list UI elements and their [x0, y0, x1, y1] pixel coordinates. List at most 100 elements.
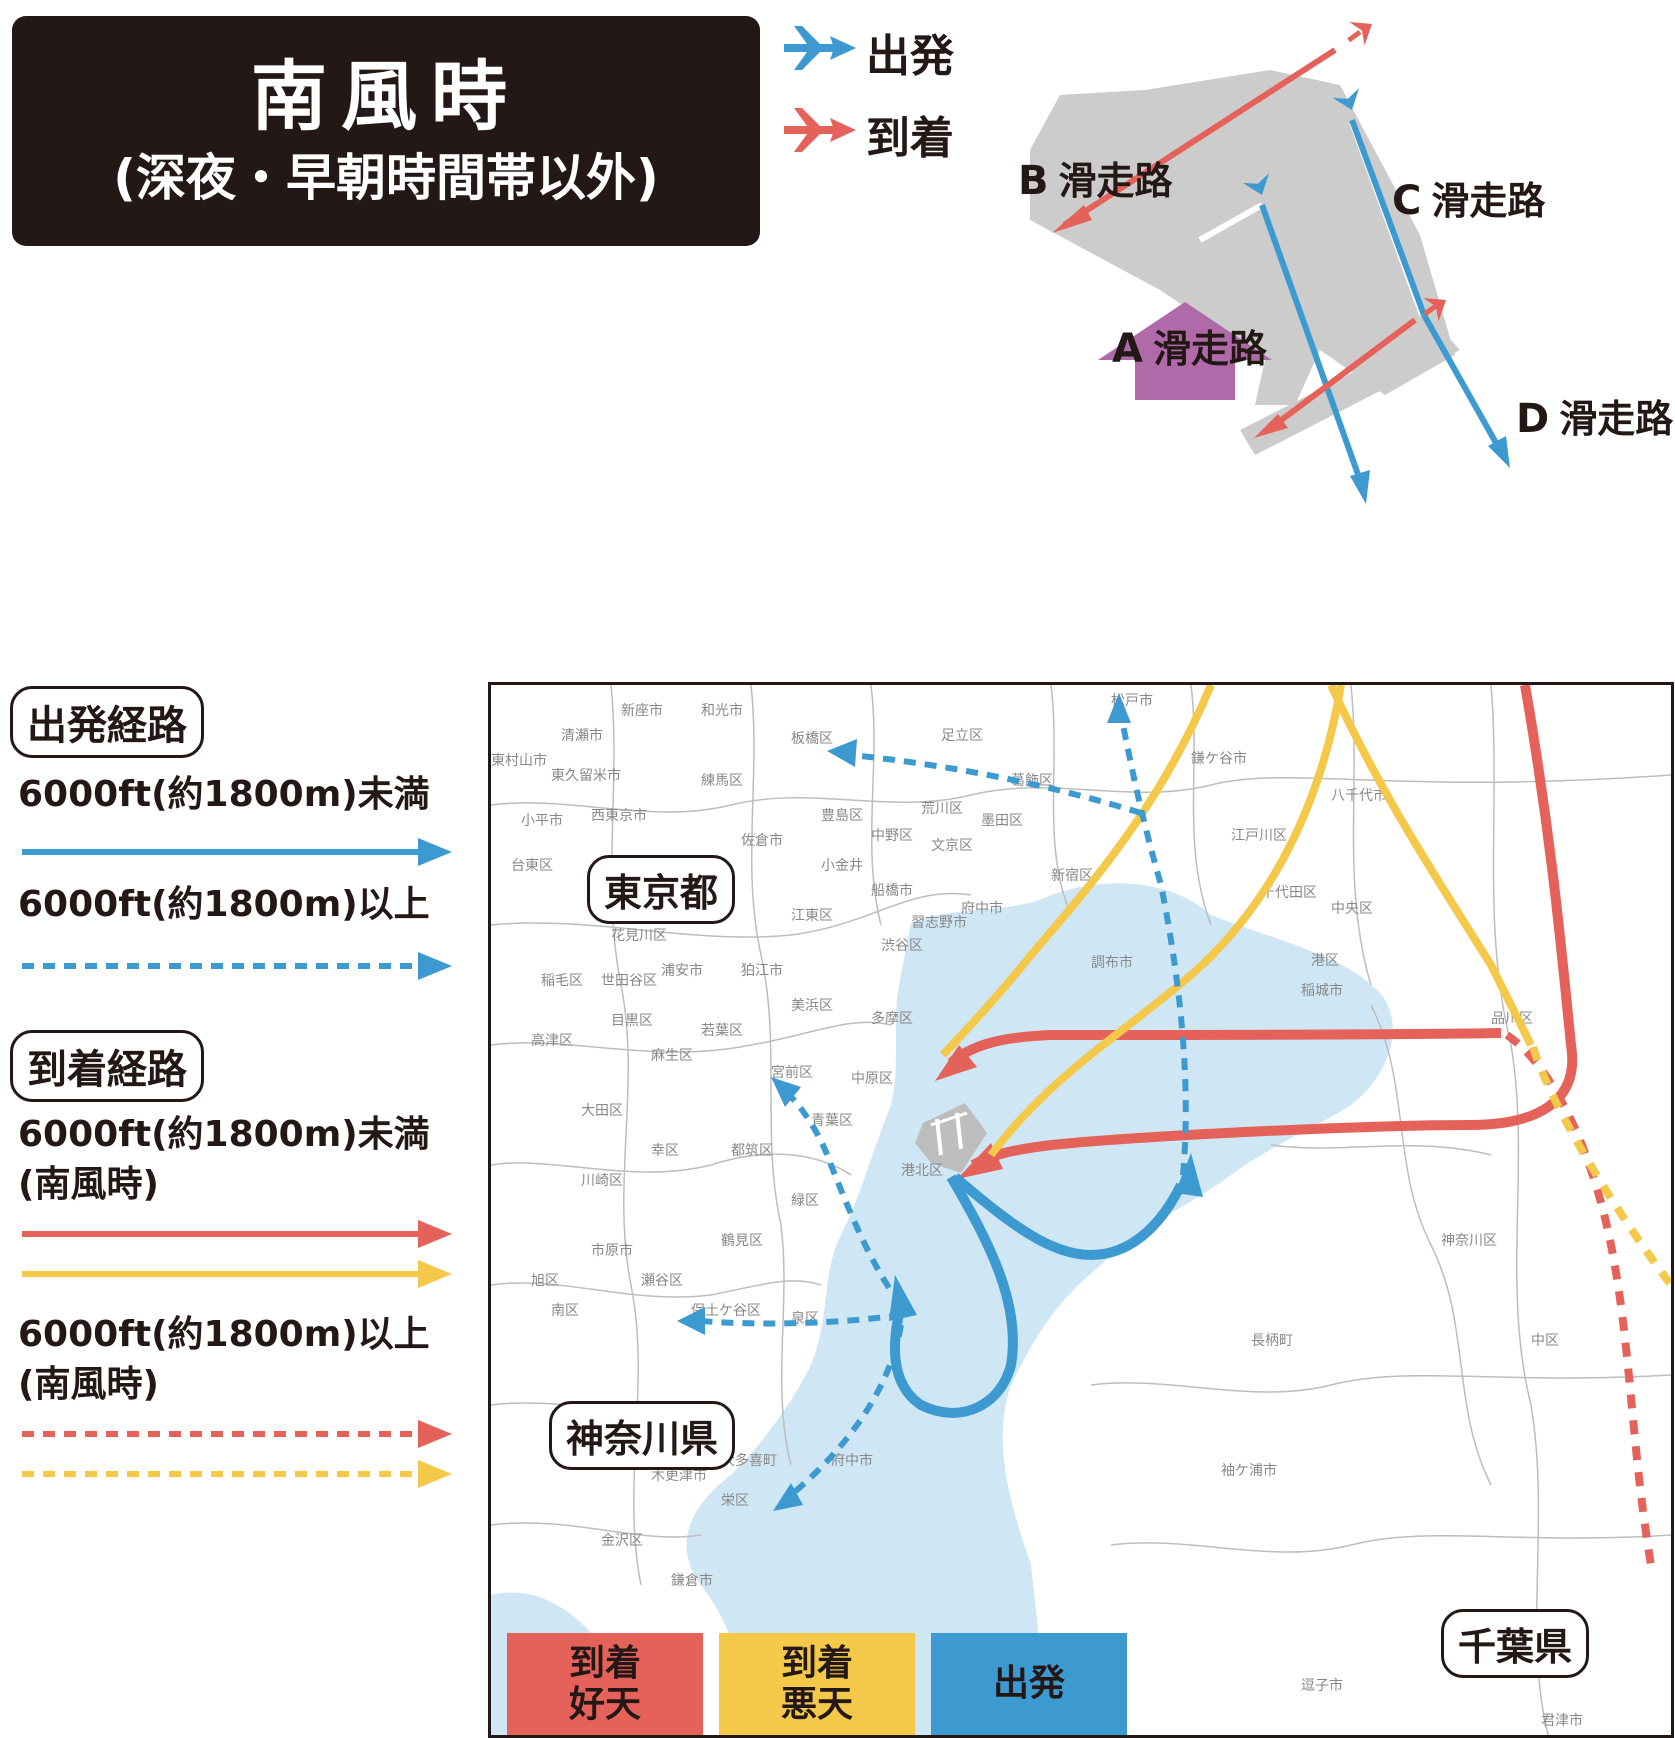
place-name: 府中市 [961, 900, 1003, 917]
map-canvas: 新座市和光市清瀬市板橋区足立区松戸市東村山市東久留米市練馬区葛飾区鎌ケ谷市小平市… [491, 685, 1671, 1735]
place-name: 栄区 [721, 1493, 749, 1509]
top-legend-arrival: 到着 [866, 113, 954, 164]
swatch-departure: 出発 [931, 1633, 1127, 1735]
runway-c-arrow [1488, 436, 1510, 468]
place-name: 荒川区 [921, 801, 963, 817]
arr-below-note: (南風時) [18, 1164, 159, 1205]
place-name: 長柄町 [1251, 1333, 1293, 1349]
runway-a-plane-icon [1242, 173, 1269, 195]
dep-below-line [22, 838, 452, 866]
place-name: 大田区 [581, 1103, 623, 1119]
place-name: 川崎区 [581, 1173, 623, 1189]
departure-dashed-west-arrow [771, 1077, 801, 1107]
place-name: 中区 [1531, 1333, 1559, 1349]
departure-dashed-south [789, 1324, 904, 1498]
place-name: 府中市 [831, 1452, 873, 1469]
place-name: 君津市 [1541, 1712, 1583, 1729]
place-name: 新宿区 [1051, 867, 1093, 884]
place-name-layer: 新座市和光市清瀬市板橋区足立区松戸市東村山市東久留米市練馬区葛飾区鎌ケ谷市小平市… [491, 692, 1583, 1729]
arrival-good-arrow-2 [935, 1045, 977, 1081]
place-name: 清瀬市 [561, 727, 603, 744]
departure-route-2 [951, 1173, 1186, 1261]
place-name: 中原区 [851, 1071, 893, 1087]
top-legend-icons [784, 26, 856, 152]
kanagawa-label: 神奈川県 [549, 1401, 736, 1470]
tokyo-label: 東京都 [587, 855, 736, 924]
arr-above-label: 6000ft(約1800m)以上 [18, 1314, 430, 1355]
departure-route-1 [890, 1174, 1018, 1418]
place-name: 葛飾区 [1011, 773, 1053, 789]
runway-d-plane-icon [1423, 298, 1446, 322]
place-name: 港区 [1311, 953, 1339, 969]
departure-dashed-south-arrow [773, 1483, 803, 1511]
place-name: 文京区 [931, 838, 973, 854]
place-name: 旭区 [531, 1273, 559, 1289]
runway-diagram [1030, 22, 1510, 504]
place-name: 小金井 [821, 858, 863, 874]
place-name: 逗子市 [1301, 1677, 1343, 1694]
place-name: 浦安市 [661, 962, 703, 979]
departure-arrow-2 [1175, 1153, 1203, 1197]
place-name: 江東区 [791, 908, 833, 924]
dep-above-line [22, 952, 452, 980]
place-name: 花見川区 [611, 928, 667, 944]
dep-above-label: 6000ft(約1800m)以上 [18, 884, 430, 925]
place-name: 鎌倉市 [671, 1572, 713, 1589]
place-name: 目黒区 [611, 1013, 653, 1029]
departure-dashed-west [782, 1088, 904, 1307]
wind-label: 南風 [1163, 558, 1228, 596]
place-name: 墨田区 [981, 813, 1023, 829]
place-name: 稲城市 [1301, 982, 1343, 999]
place-name: 台東区 [511, 858, 553, 874]
place-name: 都筑区 [731, 1143, 773, 1159]
tokyo-bay [686, 883, 1393, 1735]
place-name: 練馬区 [701, 773, 743, 789]
place-name: 東久留米市 [551, 767, 621, 784]
place-name: 調布市 [1091, 954, 1133, 971]
swatch-arrival-good: 到着好天 [507, 1633, 703, 1735]
arrival-good-route-2 [947, 1028, 1502, 1067]
place-name: 港北区 [901, 1163, 943, 1179]
place-name: 袖ケ浦市 [1221, 1462, 1277, 1479]
place-name: 西東京市 [591, 807, 647, 824]
place-name: 高津区 [531, 1032, 573, 1049]
place-name: 中央区 [1331, 901, 1373, 917]
arr-above-bad-line [22, 1460, 452, 1488]
arrival-bad-route-1 [940, 685, 1215, 1058]
arrival-bad-route-3 [1327, 685, 1535, 1047]
title-box: 南風時 (深夜・早朝時間帯以外) [12, 16, 760, 246]
runway-d-arrow [1254, 414, 1288, 438]
place-name: 江戸川区 [1231, 828, 1287, 844]
place-name: 和光市 [701, 702, 743, 719]
arrival-good-route-1 [970, 685, 1578, 1170]
place-name: 世田谷区 [601, 973, 657, 989]
runway-c-plane-icon [1332, 88, 1359, 110]
place-name: 狛江市 [741, 962, 783, 979]
dep-below-label: 6000ft(約1800m)未満 [18, 774, 430, 815]
route-legend: 出発経路 6000ft(約1800m)未満 6000ft(約1800m)以上 到… [10, 686, 452, 1706]
place-name: 東村山市 [491, 752, 547, 769]
airport-area [1030, 70, 1455, 405]
place-name: 市原市 [591, 1242, 633, 1259]
runway-b-plane-icon [1349, 22, 1372, 46]
arrival-bad-route-2 [987, 685, 1345, 1158]
arrival-plane-icon [784, 108, 856, 152]
place-name: 習志野市 [911, 914, 967, 931]
place-name: 船橋市 [871, 882, 913, 899]
departure-dashed-nw-arrow [827, 739, 857, 767]
top-legend-departure: 出発 [866, 31, 954, 82]
departure-dashed-sw [700, 1312, 902, 1327]
place-name: 宮前区 [771, 1064, 813, 1081]
departure-dashed-sw-arrow [677, 1307, 705, 1335]
arrival-bad-dashed [1529, 1045, 1671, 1288]
place-name: 南区 [551, 1303, 579, 1319]
place-name: 木更津市 [651, 1467, 707, 1484]
page-title: 南風時 [251, 51, 521, 141]
place-name: 幸区 [651, 1143, 679, 1159]
place-name: 金沢区 [601, 1533, 643, 1549]
place-name: 足立区 [941, 728, 983, 744]
departure-plane-icon [784, 26, 856, 70]
arrival-routes-title: 到着経路 [10, 1030, 204, 1102]
